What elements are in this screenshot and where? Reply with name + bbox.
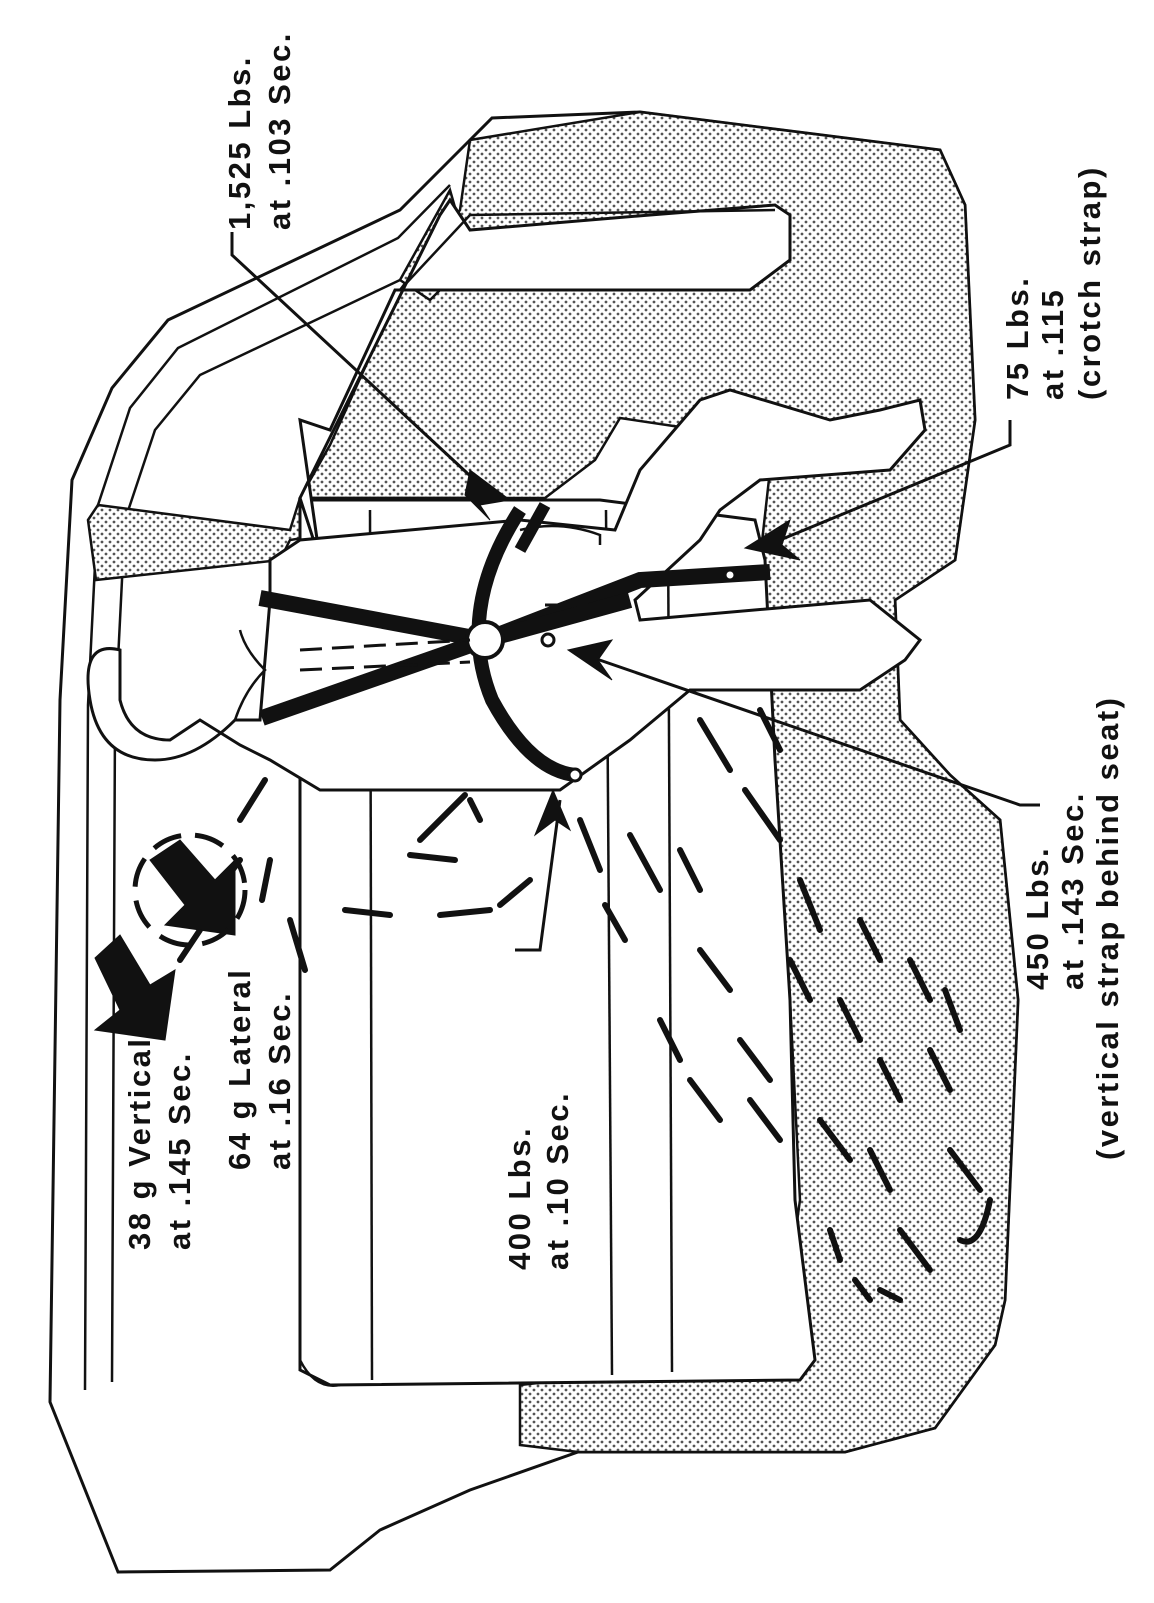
label-lateral-accel: 64 g Lateral (222, 968, 257, 1170)
label-vertical-accel: 38 g Vertical (122, 1037, 157, 1250)
label-crotch-desc: (crotch strap) (1072, 165, 1107, 400)
label-crotch-time: at .115 (1035, 288, 1070, 400)
label-shoulder-time: at .103 Sec. (262, 31, 297, 230)
label-vertical-accel-time: at .145 Sec. (162, 1051, 197, 1250)
label-shoulder-load: 1,525 Lbs. (222, 55, 257, 230)
label-lateral-accel-time: at .16 Sec. (262, 991, 297, 1170)
label-lap-time: at .10 Sec. (540, 1091, 575, 1270)
label-vertical-strap-load: 450 Lbs. (1020, 846, 1055, 990)
label-lap-load: 400 Lbs. (502, 1126, 537, 1270)
label-vertical-strap-time: at .143 Sec. (1055, 791, 1090, 990)
label-vertical-strap-desc: (vertical strap behind seat) (1090, 695, 1125, 1160)
label-crotch-load: 75 Lbs. (1000, 276, 1035, 400)
